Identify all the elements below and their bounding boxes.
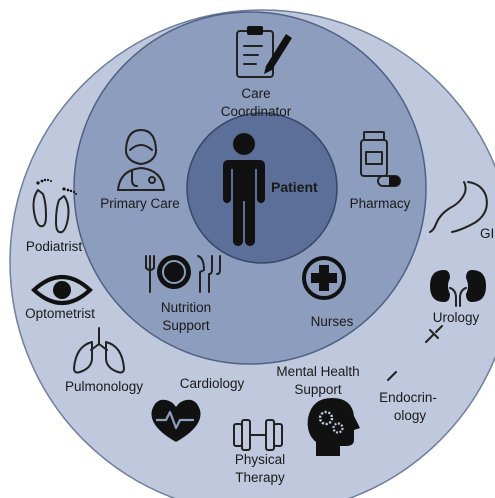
primary-care-node: Primary Care bbox=[100, 129, 180, 211]
eye-icon bbox=[31, 275, 93, 305]
cardiology-label: Cardiology bbox=[180, 376, 245, 391]
gi-label: GI bbox=[480, 226, 494, 241]
lungs-icon bbox=[73, 327, 125, 374]
care-coordinator-node: Care Coordinator bbox=[221, 26, 292, 119]
cardiology-node: Cardiology bbox=[151, 376, 245, 442]
pill-bottle-icon bbox=[360, 131, 401, 187]
nutrition-support-label-line-2: Support bbox=[162, 318, 210, 333]
stomach-icon bbox=[429, 181, 488, 233]
podiatrist-node: Podiatrist bbox=[26, 178, 83, 254]
care-coordinator-label-line-1: Care bbox=[241, 86, 270, 101]
physical-therapy-label-line-2: Therapy bbox=[235, 470, 285, 485]
heart-pulse-icon bbox=[151, 399, 201, 442]
gi-node: GI bbox=[429, 181, 494, 241]
nutrition-support-node: Nutrition Support bbox=[145, 255, 221, 333]
medical-cross-icon bbox=[302, 256, 346, 300]
primary-care-label: Primary Care bbox=[100, 196, 180, 211]
physical-therapy-label-line-1: Physical bbox=[235, 452, 285, 467]
care-coordinator-label-line-2: Coordinator bbox=[221, 104, 292, 119]
plate-utensils-icon bbox=[145, 255, 221, 293]
urology-label: Urology bbox=[433, 310, 480, 325]
endocrinology-label-line-2: ology bbox=[394, 408, 427, 423]
nutrition-support-label-line-1: Nutrition bbox=[161, 300, 211, 315]
feet-icon bbox=[32, 178, 77, 234]
clipboard-icon bbox=[236, 26, 292, 78]
person-icon bbox=[223, 133, 265, 246]
pulmonology-label: Pulmonology bbox=[65, 379, 143, 394]
endocrinology-label-line-1: Endocrin- bbox=[379, 390, 437, 405]
doctor-icon bbox=[117, 129, 165, 191]
optometrist-node: Optometrist bbox=[25, 275, 95, 321]
patient-node: Patient bbox=[223, 133, 318, 246]
endocrinology-node: Endocrin- ology bbox=[379, 325, 443, 423]
head-gears-icon bbox=[307, 398, 360, 456]
physical-therapy-node: Physical Therapy bbox=[233, 419, 285, 485]
mental-health-support-node: Mental Health Support bbox=[276, 364, 360, 456]
pulmonology-node: Pulmonology bbox=[65, 327, 143, 394]
pharmacy-label: Pharmacy bbox=[350, 196, 411, 211]
mental-health-support-label-line-2: Support bbox=[294, 382, 342, 397]
kidneys-icon bbox=[430, 270, 486, 307]
mental-health-support-label-line-1: Mental Health bbox=[276, 364, 359, 379]
podiatrist-label: Podiatrist bbox=[26, 239, 83, 254]
urology-node: Urology bbox=[430, 270, 486, 325]
nurses-node: Nurses bbox=[302, 256, 354, 329]
syringe-icon bbox=[387, 325, 443, 381]
dumbbell-icon bbox=[233, 419, 283, 451]
optometrist-label: Optometrist bbox=[25, 306, 95, 321]
pharmacy-node: Pharmacy bbox=[350, 131, 411, 211]
nurses-label: Nurses bbox=[311, 314, 354, 329]
patient-label: Patient bbox=[271, 179, 318, 195]
